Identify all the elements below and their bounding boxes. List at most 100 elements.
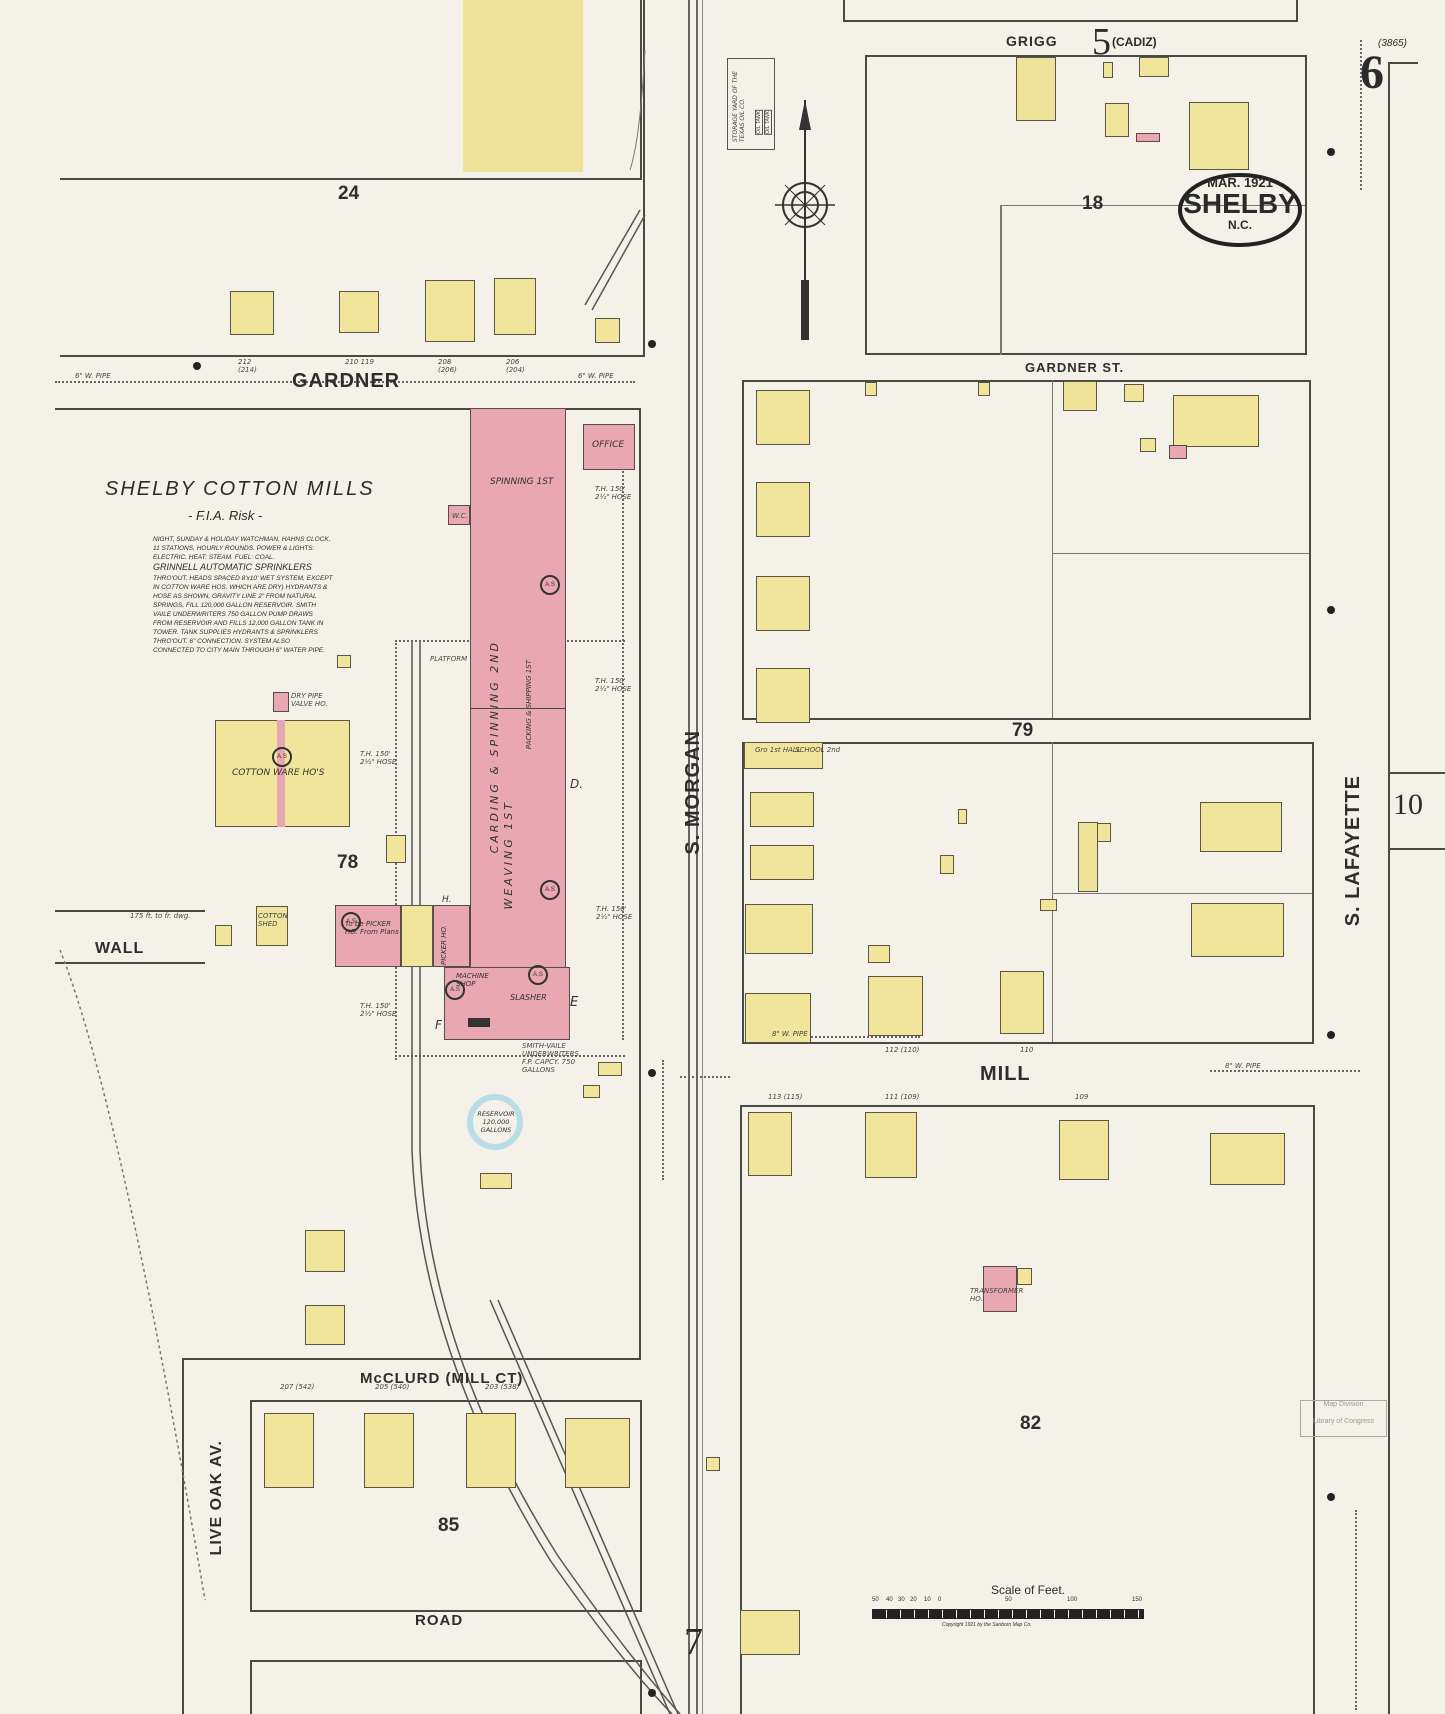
hydrant-icon — [193, 362, 201, 370]
scale-copyright: Copyright 1921 by the Sanborn Map Co. — [942, 1622, 1032, 1628]
building-frame-between[interactable] — [401, 905, 433, 967]
building-wc[interactable] — [448, 505, 470, 525]
building-machine-shop[interactable] — [444, 967, 570, 1040]
hydrant-icon — [648, 340, 656, 348]
hydrant-icon — [1327, 148, 1335, 156]
label-machine-shop: MACHINE SHOP — [456, 972, 489, 988]
label-wc: W.C. — [452, 512, 468, 520]
water-pipe-label: 8" W. PIPE — [772, 1030, 808, 1038]
address: 208 (206) — [438, 358, 457, 374]
address: 110 — [1020, 1046, 1034, 1054]
adjacent-sheet-east[interactable]: 10 — [1393, 788, 1423, 821]
address: 113 (115) — [768, 1093, 803, 1101]
label-platform: PLATFORM — [430, 655, 468, 663]
building-transformer[interactable] — [983, 1266, 1017, 1312]
address: 111 (109) — [885, 1093, 920, 1101]
street-grigg: GRIGG — [1006, 33, 1058, 49]
water-pipe-label: 6" W. PIPE — [578, 372, 614, 380]
hydrant-icon — [1327, 1031, 1335, 1039]
building-cotton-shed[interactable] — [256, 906, 288, 946]
label-slasher: SLASHER — [510, 993, 547, 1002]
oil-tank: OIL TANK — [764, 110, 772, 135]
water-pipe-label: 6" W. PIPE — [75, 372, 111, 380]
label-dry-pipe: DRY PIPE VALVE HO. — [291, 692, 328, 708]
sprinkler-marker: A.S — [341, 912, 361, 932]
address: 207 (542) — [280, 1383, 315, 1391]
storage-yard — [727, 58, 775, 150]
cartouche-date: MAR. 1921 — [1207, 175, 1273, 190]
hydrant-note: T.H. 150' 2½" HOSE — [595, 485, 632, 501]
hydrant-note: T.H. 150' 2½" HOSE — [360, 1002, 397, 1018]
building-office[interactable] — [583, 424, 635, 470]
hydrant-icon — [1327, 606, 1335, 614]
sprinkler-marker: A.S — [540, 575, 560, 595]
building-office-small[interactable] — [1017, 1268, 1032, 1285]
cartouche-city: SHELBY — [1183, 188, 1297, 219]
label-carding: CARDING & SPINNING 2ND — [488, 640, 501, 854]
street-s-lafayette: S. LAFAYETTE — [1342, 775, 1364, 927]
cartouche-state: N.C. — [1228, 218, 1252, 232]
label-weaving: WEAVING 1ST — [502, 800, 515, 910]
mill-letter-e: E — [570, 995, 579, 1010]
building-picker[interactable] — [433, 905, 470, 967]
adjacent-sheet-south[interactable]: 7 — [684, 1621, 703, 1663]
mill-title: SHELBY COTTON MILLS — [105, 478, 375, 500]
address: 206 (204) — [506, 358, 525, 374]
block-85: 85 — [438, 1515, 460, 1536]
mill-letter-d: D. — [570, 777, 584, 791]
sprinkler-marker: A.S — [445, 980, 465, 1000]
label-office: OFFICE — [592, 440, 625, 450]
mill-risk: - F.I.A. Risk - — [188, 508, 263, 523]
label-storage-yard: STORAGE YARD OF THE TEXAS OIL CO. — [732, 71, 746, 142]
street-live-oak: LIVE OAK AV. — [208, 1440, 225, 1556]
far-note: 175 ft. to fr. dwg. — [130, 912, 191, 920]
mill-notes-2: THRO'OUT. HEADS SPACED 8'x10' WET SYSTEM… — [153, 575, 333, 654]
mill-sprinklers: GRINNELL AUTOMATIC SPRINKLERS — [153, 562, 312, 572]
hydrant-note: T.H. 150' 2½" HOSE — [596, 905, 633, 921]
street-gardner-st: GARDNER ST. — [1025, 360, 1125, 375]
scale-bar: Scale of Feet. 50 40 30 20 10 0 50 100 1… — [872, 1583, 1144, 1628]
boiler — [468, 1018, 490, 1027]
street-s-morgan: S. MORGAN — [682, 730, 704, 855]
label-cotton-warehouse: COTTON WARE HO'S — [232, 768, 325, 778]
mill-letter-h: H. — [442, 895, 452, 905]
water-pipe-label: 8" W. PIPE — [1225, 1062, 1261, 1070]
address: 112 (110) — [885, 1046, 920, 1054]
address: 109 — [1075, 1093, 1089, 1101]
mill-notes-1: NIGHT, SUNDAY & HOLIDAY WATCHMAN, HAHNS … — [153, 536, 331, 561]
label-transformer: TRANSFORMER HO. — [970, 1287, 1024, 1303]
oil-tank: OIL TANK — [755, 110, 763, 135]
firewall — [277, 720, 285, 827]
label-spinning: SPINNING 1ST — [490, 477, 554, 487]
label-picker: PICKER HO. — [440, 925, 448, 965]
address: 205 (540) — [375, 1383, 410, 1391]
hydrant-icon — [648, 1689, 656, 1697]
adjacent-sheet-north[interactable]: 5 — [1092, 21, 1111, 63]
address: 203 (538) — [485, 1383, 520, 1391]
label-school: SCHOOL 2nd — [795, 746, 841, 754]
street-mcclurd: McCLURD (MILL CT) — [360, 1370, 524, 1387]
yellow-lot — [463, 0, 583, 172]
building-dry-pipe-valve[interactable] — [273, 692, 289, 712]
sprinkler-marker: A.S — [272, 747, 292, 767]
address: 210 119 — [345, 358, 374, 366]
sprinkler-marker: A.S — [540, 880, 560, 900]
block-78: 78 — [337, 852, 359, 873]
title-cartouche: MAR. 1921 SHELBY N.C. — [1180, 175, 1300, 232]
block-82: 82 — [1020, 1413, 1042, 1434]
mill-letter-f: F — [435, 1018, 442, 1032]
label-picker-future: To be PICKER HO. From Plans — [345, 920, 399, 936]
block-18: 18 — [1082, 193, 1104, 214]
scale-title: Scale of Feet. — [990, 1583, 1066, 1597]
hydrant-icon — [648, 1069, 656, 1077]
street-mill: MILL — [980, 1063, 1031, 1085]
hydrant-note: T.H. 150' 2½" HOSE — [360, 750, 397, 766]
block-79: 79 — [1012, 720, 1034, 741]
label-grocery-hall: Gro 1st HALL — [755, 746, 801, 754]
street-road: ROAD — [415, 1612, 464, 1629]
building-spinning-carding-weaving[interactable] — [470, 408, 566, 1036]
label-pump: SMITH-VAILE UNDERWRITERS F.P. CAPCY. 750… — [522, 1042, 579, 1074]
building-grocery-hall-school[interactable] — [744, 742, 823, 769]
volume-ref: (3865) — [1378, 38, 1407, 49]
